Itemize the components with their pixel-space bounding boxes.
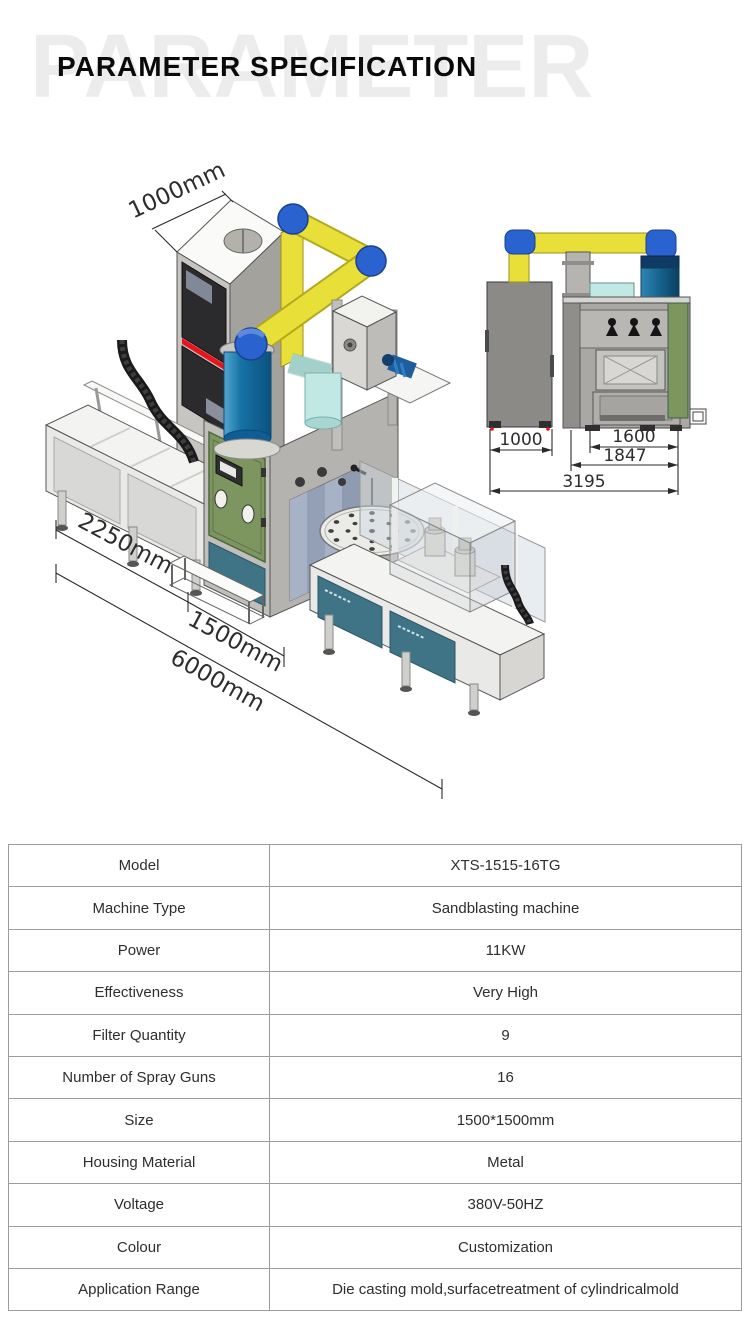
spec-label: Power	[8, 928, 270, 973]
cable-chain	[119, 339, 197, 463]
machine-drawing: 1000mm 2250mm 1500mm 6000mm	[44, 157, 707, 799]
pipe-elbow-icon	[645, 229, 677, 259]
spec-value: 380V-50HZ	[269, 1183, 742, 1227]
dim-label-1000mm: 1000mm	[125, 157, 230, 224]
table-row: Effectiveness Very High	[8, 971, 742, 1015]
front-view: 1000 1600 1847 3195	[485, 229, 707, 495]
spec-value: 16	[269, 1055, 742, 1100]
spec-value: Metal	[269, 1140, 742, 1185]
red-stripe	[182, 338, 226, 371]
table-row: Colour Customization	[8, 1225, 742, 1269]
front-green-panel	[667, 302, 689, 419]
spec-value: 11KW	[269, 928, 742, 973]
green-door	[208, 430, 266, 564]
pipe-elbow-icon	[355, 245, 387, 277]
spec-value: XTS-1515-16TG	[269, 843, 742, 888]
clear-enclosure	[388, 482, 517, 613]
header-watermark: PARAMETER	[30, 17, 594, 117]
dim-label-1000: 1000	[499, 430, 542, 450]
front-machine	[562, 251, 707, 431]
pipe-elbow-icon	[504, 229, 536, 255]
spray-gun-icons	[606, 318, 662, 336]
spec-label: Voltage	[8, 1183, 270, 1227]
front-dust-collector	[485, 281, 554, 431]
dim-label-1600: 1600	[612, 427, 655, 447]
spec-value: 1500*1500mm	[269, 1098, 742, 1142]
front-duct	[504, 229, 677, 283]
dim-label-1847: 1847	[603, 446, 646, 466]
spec-value: Sandblasting machine	[269, 886, 742, 930]
cable-chain	[503, 564, 532, 625]
page-title: PARAMETER SPECIFICATION	[57, 51, 478, 82]
table-row: Housing Material Metal	[8, 1140, 742, 1185]
spec-value: Customization	[269, 1225, 742, 1269]
spec-label: Colour	[8, 1225, 270, 1269]
front-dimensions: 1000 1600 1847 3195	[489, 427, 679, 495]
table-row: Filter Quantity 9	[8, 1013, 742, 1057]
table-row: Application Range Die casting mold,surfa…	[8, 1267, 742, 1312]
hopper	[287, 352, 342, 430]
dim-label-3195: 3195	[562, 472, 605, 492]
control-box	[331, 295, 398, 391]
spec-label: Size	[8, 1098, 270, 1142]
spec-label: Model	[8, 843, 270, 888]
header: PARAMETER PARAMETER SPECIFICATION	[0, 0, 750, 140]
spec-value: Die casting mold,surfacetreatment of cyl…	[269, 1267, 742, 1312]
spec-table: Model XTS-1515-16TG Machine Type Sandbla…	[8, 843, 742, 1312]
table-row: Power 11KW	[8, 928, 742, 973]
spec-label: Filter Quantity	[8, 1013, 270, 1057]
pipe-elbow-icon	[234, 327, 268, 361]
door-porthole-icon	[214, 489, 228, 509]
spec-label: Application Range	[8, 1267, 270, 1312]
spec-label: Effectiveness	[8, 971, 270, 1015]
table-row: Size 1500*1500mm	[8, 1098, 742, 1142]
spec-value: 9	[269, 1013, 742, 1057]
cyclone	[213, 327, 281, 460]
gauge-icon	[317, 467, 327, 477]
spec-label: Housing Material	[8, 1140, 270, 1185]
spec-label: Number of Spray Guns	[8, 1055, 270, 1100]
table-row: Machine Type Sandblasting machine	[8, 886, 742, 930]
blower-motor	[382, 354, 417, 379]
spec-value: Very High	[269, 971, 742, 1015]
table-row: Number of Spray Guns 16	[8, 1055, 742, 1100]
right-conveyor	[308, 460, 546, 716]
yellow-duct	[246, 203, 387, 368]
pipe-elbow-icon	[277, 203, 309, 235]
spec-label: Machine Type	[8, 886, 270, 930]
step-platform	[168, 555, 266, 625]
table-row: Voltage 380V-50HZ	[8, 1183, 742, 1227]
door-porthole-icon	[241, 504, 255, 524]
iso-view: 1000mm 2250mm 1500mm 6000mm	[44, 157, 546, 799]
knob-icon	[338, 478, 346, 486]
machine-illustration: 1000mm 2250mm 1500mm 6000mm	[0, 140, 750, 840]
table-row: Model XTS-1515-16TG	[8, 843, 742, 888]
gauge-icon	[295, 477, 305, 487]
